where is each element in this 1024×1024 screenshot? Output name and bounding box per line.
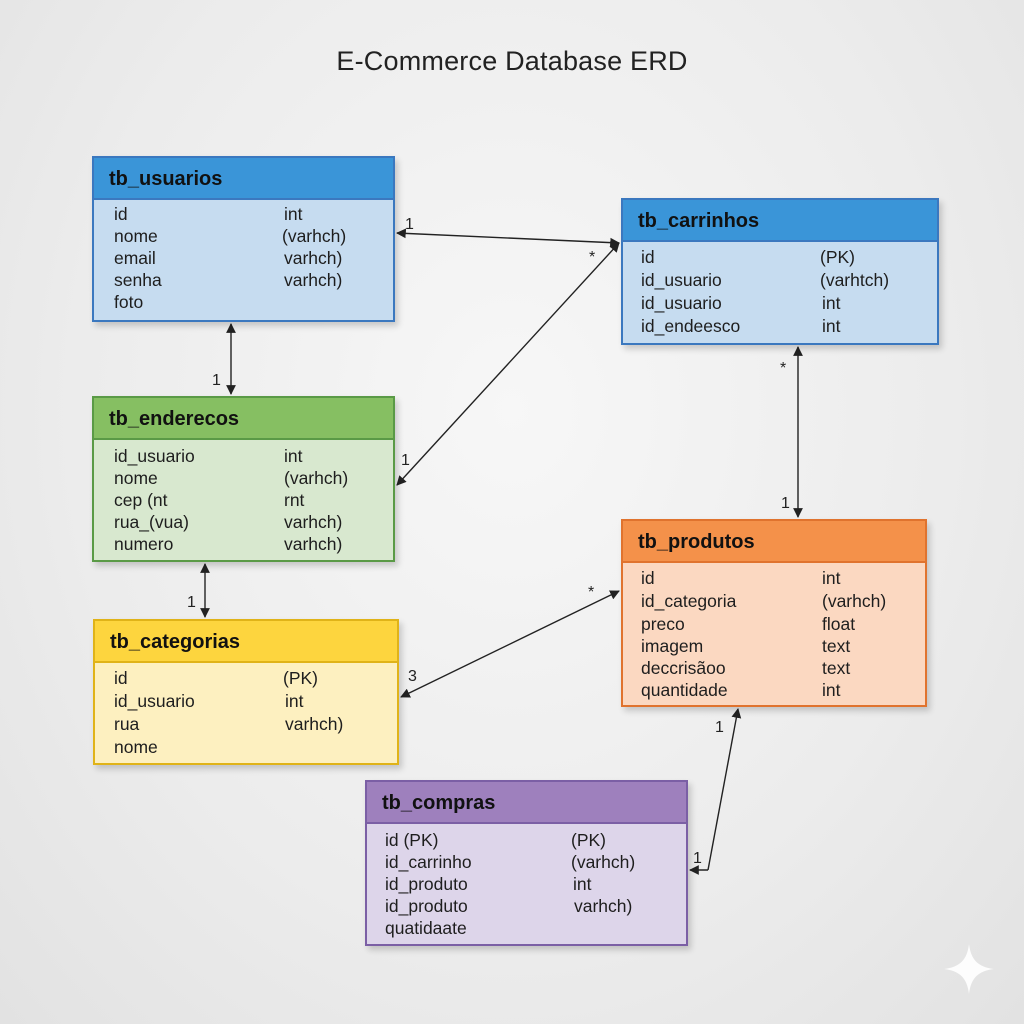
column-name: id_produto: [385, 896, 468, 916]
column-type: (varhch): [571, 852, 636, 872]
card-carrinhos-produtos-to: 1: [781, 495, 790, 512]
column-name: id_usuario: [114, 691, 195, 711]
table-enderecos[interactable]: tb_enderecos id_usuario int nome (varhch…: [92, 396, 395, 562]
rel-usuarios-carrinhos: [396, 228, 620, 248]
column-type: varhch): [284, 248, 343, 268]
column-type: int: [285, 691, 304, 711]
table-produtos[interactable]: tb_produtos id int id_categoria (varhch)…: [621, 519, 927, 707]
column-type: rnt: [284, 490, 305, 510]
column-type: int: [822, 293, 841, 313]
rel-enderecos-carrinhos: [396, 242, 620, 486]
column-name: id_usuario: [114, 446, 195, 466]
column-name: email: [114, 248, 156, 268]
column-type: (varhtch): [820, 270, 890, 290]
column-type: (PK): [283, 668, 318, 688]
column-type: text: [822, 636, 851, 656]
column-name: cep (nt: [114, 490, 168, 510]
column-type: int: [284, 446, 303, 466]
column-name: preco: [641, 614, 685, 634]
column-name: numero: [114, 534, 174, 554]
column-type: float: [822, 614, 856, 634]
column-name: id_carrinho: [385, 852, 472, 872]
column-type: varhch): [574, 896, 633, 916]
column-type: (PK): [820, 247, 855, 267]
table-header: tb_usuarios: [94, 158, 393, 200]
table-header: tb_carrinhos: [623, 200, 937, 242]
card-usuarios-carrinhos-to: *: [589, 249, 595, 266]
card-enderecos-categorias-to: 1: [187, 594, 196, 611]
column-name: id: [641, 568, 655, 588]
table-header: tb_produtos: [623, 521, 925, 563]
card-enderecos-carrinhos-from: 1: [401, 452, 410, 469]
column-type: (varhch): [284, 468, 349, 488]
column-type: int: [573, 874, 592, 894]
table-header: tb_categorias: [95, 621, 397, 663]
column-name: nome: [114, 226, 158, 246]
card-produtos-compras-from: 1: [715, 719, 724, 736]
column-type: varhch): [284, 512, 343, 532]
column-name: id_usuario: [641, 293, 722, 313]
table-categorias[interactable]: tb_categorias id (PK) id_usuario int rua…: [93, 619, 399, 765]
card-carrinhos-produtos-from: *: [780, 360, 786, 377]
column-type: int: [284, 204, 303, 224]
table-header: tb_compras: [367, 782, 686, 824]
column-type: varhch): [285, 714, 344, 734]
diagram-title: E-Commerce Database ERD: [336, 46, 688, 76]
card-usuarios-carrinhos-from: 1: [405, 216, 414, 233]
rel-produtos-compras: [707, 708, 742, 871]
column-name: id: [114, 204, 128, 224]
table-compras[interactable]: tb_compras id (PK) (PK) id_carrinho (var…: [365, 780, 688, 946]
card-produtos-compras-to: 1: [693, 850, 702, 867]
column-name: senha: [114, 270, 162, 290]
rel-categorias-produtos: [400, 590, 620, 698]
column-name: id: [114, 668, 128, 688]
column-type: (varhch): [282, 226, 347, 246]
column-name: quantidade: [641, 680, 728, 700]
column-type: varhch): [284, 270, 343, 290]
column-name: id_produto: [385, 874, 468, 894]
column-type: int: [822, 680, 841, 700]
column-name: id: [641, 247, 655, 267]
column-name: deccrisãoo: [641, 658, 726, 678]
column-name: nome: [114, 737, 158, 757]
column-type: text: [822, 658, 851, 678]
table-usuarios[interactable]: tb_usuarios id int nome (varhch) email v…: [92, 156, 395, 322]
column-type: int: [822, 316, 841, 336]
column-name: rua_(vua): [114, 512, 189, 532]
card-categorias-produtos-to: *: [588, 584, 594, 601]
column-type: int: [822, 568, 841, 588]
column-name: foto: [114, 292, 144, 312]
column-name: imagem: [641, 636, 704, 656]
card-usuarios-enderecos-to: 1: [212, 372, 221, 389]
column-name: id_endeesco: [641, 316, 741, 336]
column-type: (PK): [571, 830, 606, 850]
column-name: id_categoria: [641, 591, 737, 611]
card-categorias-produtos-from: 3: [408, 668, 417, 685]
column-name: quatidaate: [385, 918, 467, 938]
column-name: id (PK): [385, 830, 439, 850]
column-name: nome: [114, 468, 158, 488]
column-type: varhch): [284, 534, 343, 554]
column-name: id_usuario: [641, 270, 722, 290]
table-carrinhos[interactable]: tb_carrinhos id (PK) id_usuario (varhtch…: [621, 198, 939, 345]
column-type: (varhch): [822, 591, 887, 611]
column-name: rua: [114, 714, 140, 734]
sparkle-icon: [944, 944, 994, 994]
table-header: tb_enderecos: [94, 398, 393, 440]
